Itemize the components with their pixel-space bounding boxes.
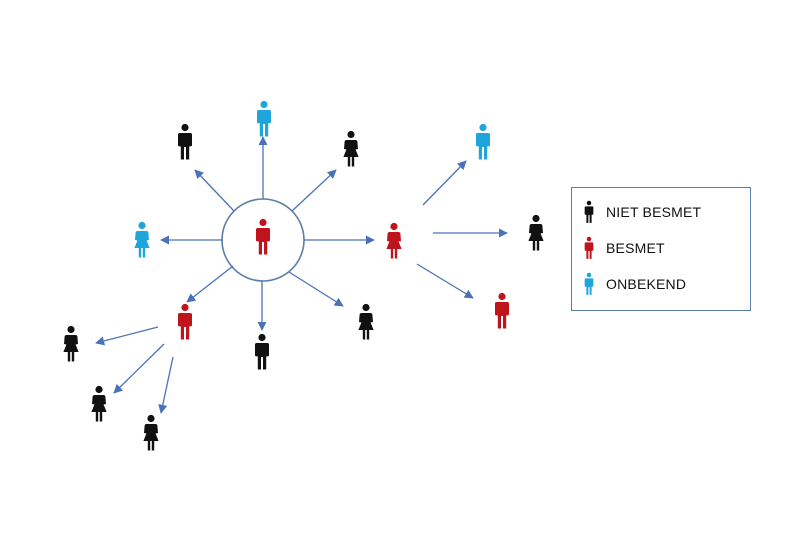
person-left — [134, 221, 150, 258]
arrow — [288, 271, 344, 307]
legend-label: ONBEKEND — [606, 276, 687, 292]
arrows — [95, 136, 508, 414]
person-lower-left — [178, 303, 192, 340]
legend-label: NIET BESMET — [606, 204, 702, 220]
person-top-right — [343, 130, 359, 167]
person-ll-b — [91, 385, 107, 422]
person-right-mid — [528, 214, 544, 251]
person-top-left — [178, 123, 192, 160]
arrow — [95, 326, 159, 346]
person-bottom-right — [358, 303, 374, 340]
person-ll-a — [63, 325, 79, 362]
legend-label: BESMET — [606, 240, 665, 256]
legend-item-niet-besmet: NIET BESMET — [582, 198, 701, 226]
person-top — [257, 100, 271, 137]
person-right-bottom — [495, 292, 509, 329]
arrow — [194, 169, 235, 212]
people — [63, 100, 544, 451]
person-right-top — [476, 123, 490, 160]
arrow — [158, 356, 174, 414]
arrow — [186, 265, 234, 303]
legend-item-onbekend: ONBEKEND — [582, 270, 686, 298]
arrow — [422, 160, 467, 206]
arrow — [416, 263, 474, 299]
legend-item-besmet: BESMET — [582, 234, 665, 262]
person-icon — [584, 200, 594, 223]
arrow — [113, 343, 165, 394]
person-right-hub — [386, 222, 402, 259]
arrow — [291, 169, 337, 212]
person-icon — [584, 272, 594, 295]
person-center — [256, 218, 270, 255]
person-ll-c — [143, 414, 159, 451]
legend: NIET BESMET BESMET ONBEKEND — [571, 187, 751, 311]
person-bottom — [255, 333, 269, 370]
person-icon — [584, 236, 594, 259]
